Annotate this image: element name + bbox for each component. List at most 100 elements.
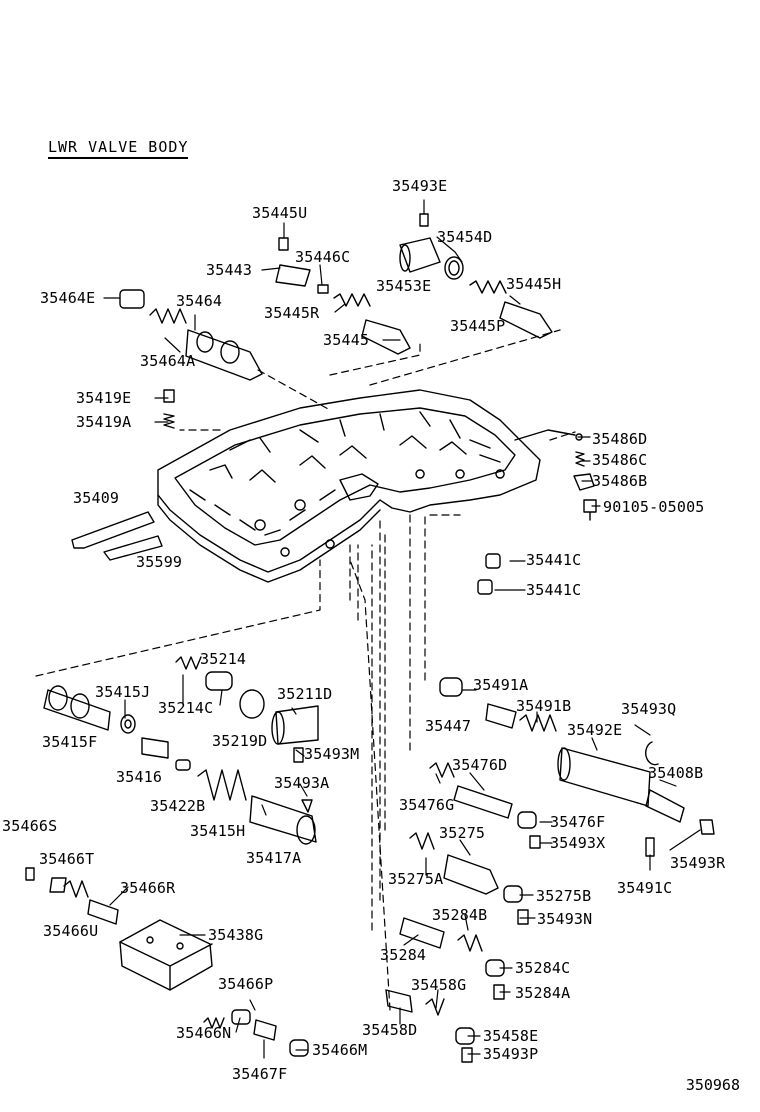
part-35275B [503, 885, 523, 903]
part-35415J [120, 714, 136, 734]
label-35453E: 35453E [376, 277, 432, 295]
part-35211D [275, 705, 319, 745]
label-35415F: 35415F [42, 733, 98, 751]
label-35493N: 35493N [537, 910, 593, 928]
label-35458E: 35458E [483, 1027, 539, 1045]
label-35445R: 35445R [264, 304, 320, 322]
label-35464A: 35464A [140, 352, 196, 370]
part-35493M [293, 747, 304, 763]
label-35464E: 35464E [40, 289, 96, 307]
part-35419A [163, 413, 175, 429]
part-35486B [573, 473, 595, 491]
part-35214 [205, 671, 233, 691]
label-35211D: 35211D [277, 685, 333, 703]
label-35447: 35447 [425, 717, 472, 735]
figure-code: 350968 [685, 1076, 740, 1094]
dashed-leaders [35, 329, 576, 1011]
part-35422B [175, 759, 191, 771]
label-35493A: 35493A [274, 774, 330, 792]
part-35219D [239, 689, 265, 719]
label-35422B: 35422B [150, 797, 206, 815]
label-35493E: 35493E [392, 177, 448, 195]
spring-35466U [63, 880, 89, 898]
part-35275 [443, 854, 499, 895]
label-35493Q: 35493Q [621, 700, 677, 718]
part-35454D [444, 256, 464, 280]
part-35466R [87, 899, 119, 925]
label-35441C-lower: 35441C [526, 581, 582, 599]
part-35458D [385, 989, 413, 1013]
label-35445P: 35445P [450, 317, 506, 335]
label-35492E: 35492E [567, 721, 623, 739]
part-35491A [485, 703, 517, 729]
label-35491A: 35491A [473, 676, 529, 694]
part-35445 [361, 319, 411, 355]
label-35441C-upper: 35441C [526, 551, 582, 569]
part-35493N [517, 909, 529, 925]
label-35445H: 35445H [506, 275, 562, 293]
spring-35275A [409, 832, 435, 850]
label-35599: 35599 [136, 553, 183, 571]
part-35492E [559, 747, 651, 807]
label-35458D: 35458D [362, 1021, 418, 1039]
part-35493A [301, 799, 313, 813]
part-35476D [453, 785, 513, 819]
label-35476G: 35476G [399, 796, 455, 814]
label-35214C: 35214C [158, 699, 214, 717]
spring-35476G [429, 762, 455, 778]
label-35409: 35409 [73, 489, 120, 507]
part-35445H [499, 301, 553, 339]
label-35491B: 35491B [516, 697, 572, 715]
part-35466M [289, 1039, 309, 1057]
label-90105-05005: 90105-05005 [603, 498, 705, 516]
label-35466S: 35466S [2, 817, 58, 835]
label-35419E: 35419E [76, 389, 132, 407]
part-35446C [317, 284, 329, 294]
label-35466M: 35466M [312, 1041, 368, 1059]
part-35417A [249, 795, 317, 843]
part-35476F [517, 811, 537, 829]
label-35415H: 35415H [190, 822, 246, 840]
label-35486B: 35486B [592, 472, 648, 490]
part-35453E-sleeve [399, 237, 441, 273]
label-35416: 35416 [116, 768, 163, 786]
part-35409 [71, 511, 155, 549]
label-35486D: 35486D [592, 430, 648, 448]
part-35599 [103, 535, 163, 561]
spring-35284B [457, 934, 483, 952]
label-35466N: 35466N [176, 1024, 232, 1042]
label-35284C: 35284C [515, 959, 571, 977]
part-35493Q [645, 741, 659, 766]
part-35466S [25, 867, 35, 881]
part-35438G [119, 919, 213, 991]
part-35493R [699, 819, 715, 835]
part-35467F [253, 1019, 277, 1041]
label-35467F: 35467F [232, 1065, 288, 1083]
label-35417A: 35417A [246, 849, 302, 867]
label-35466P: 35466P [218, 975, 274, 993]
part-35441C-a [485, 553, 501, 569]
label-35446C: 35446C [295, 248, 351, 266]
part-35493P [461, 1047, 473, 1063]
part-35284C [485, 959, 505, 977]
part-35493X [529, 835, 541, 849]
label-35466U: 35466U [43, 922, 99, 940]
part-35447 [439, 677, 463, 697]
label-35443: 35443 [206, 261, 253, 279]
part-35486C [575, 451, 585, 467]
bolt-90105-05005 [583, 499, 597, 521]
part-35458E [455, 1027, 475, 1045]
spring-35445R [333, 293, 371, 307]
label-35466R: 35466R [120, 879, 176, 897]
spring-35458G [425, 998, 445, 1016]
part-35464E [119, 289, 145, 309]
label-35454D: 35454D [437, 228, 493, 246]
label-35486C: 35486C [592, 451, 648, 469]
part-35408B [645, 789, 685, 823]
label-35275: 35275 [439, 824, 486, 842]
label-35445: 35445 [323, 331, 370, 349]
part-35466P [231, 1009, 251, 1025]
solid-leaders [103, 199, 701, 1059]
